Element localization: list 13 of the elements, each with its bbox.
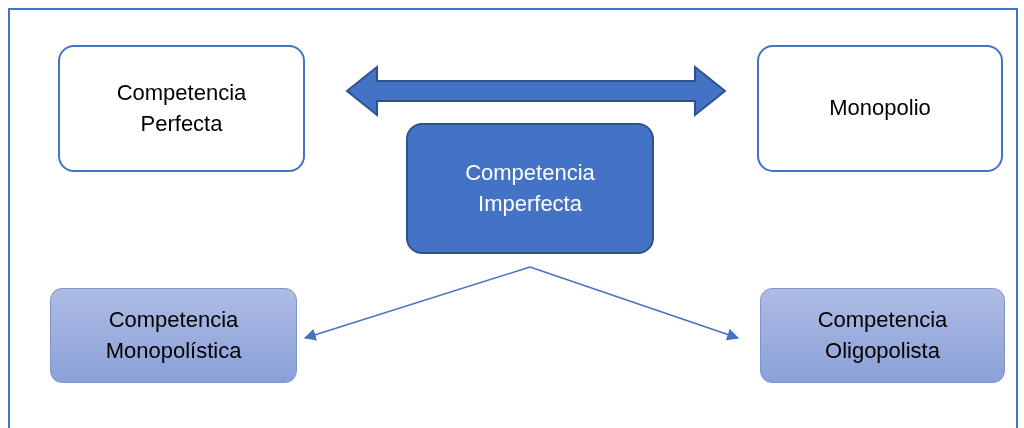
text-box: [757, 45, 1003, 172]
node-label: Monopolio: [828, 94, 932, 123]
process-box: [760, 288, 1005, 383]
node-label: Competencia Monopolística: [104, 305, 243, 365]
process-box: [50, 288, 297, 383]
double-arrow: [345, 64, 727, 118]
text-box: [58, 45, 305, 172]
node-label: Competencia Perfecta: [115, 78, 248, 138]
process-box: [406, 123, 654, 254]
arrow: [303, 266, 531, 341]
node-label: Competencia Imperfecta: [464, 158, 596, 218]
node-label: Competencia Oligopolista: [816, 305, 949, 365]
arrow: [529, 266, 740, 341]
